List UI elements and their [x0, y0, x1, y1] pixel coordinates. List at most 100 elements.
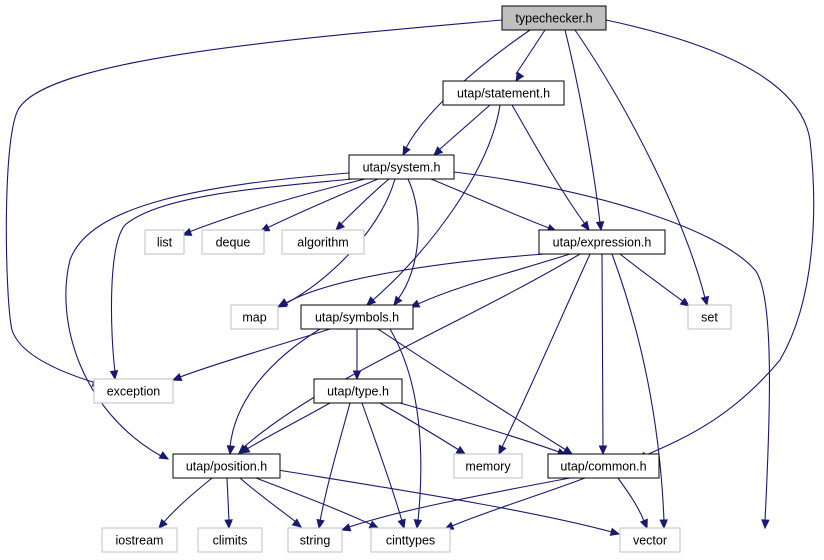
arrowhead	[455, 445, 467, 455]
edge-line	[389, 328, 422, 522]
arrowhead	[109, 370, 119, 381]
edge-position-to-iostream	[158, 477, 213, 529]
edge-system-to-expression	[430, 178, 558, 232]
edge-symbols-to-type	[352, 329, 362, 381]
arrowhead	[259, 223, 271, 232]
edge-line	[277, 469, 613, 533]
edge-line	[417, 253, 571, 305]
edge-common-to-cinttypes	[443, 477, 586, 530]
arrowhead	[366, 296, 377, 306]
node-label: algorithm	[297, 236, 348, 250]
node-label: utap/expression.h	[553, 236, 652, 250]
edge-line	[372, 104, 501, 301]
edge-symbols-to-cinttypes	[389, 328, 423, 530]
node-string: string	[287, 527, 343, 553]
node-label: iostream	[116, 534, 164, 548]
edge-position-to-string	[239, 477, 302, 528]
edge-line	[511, 104, 586, 225]
node-utap-common-h[interactable]: utap/common.h	[547, 453, 660, 479]
node-typechecker-h[interactable]: typechecker.h	[501, 5, 607, 31]
arrowhead	[171, 373, 183, 382]
edge-expression-to-common	[598, 253, 608, 456]
edge-line	[163, 477, 213, 523]
node-label: set	[701, 311, 718, 325]
arrowhead	[639, 518, 648, 530]
edge-line	[348, 477, 571, 528]
edge-symbols-to-exception	[171, 328, 331, 382]
arrowhead	[224, 519, 233, 530]
edge-line	[243, 253, 581, 448]
arrowhead	[595, 221, 605, 232]
edge-line	[451, 477, 586, 527]
edge-line	[266, 178, 379, 229]
node-utap-system-h[interactable]: utap/system.h	[348, 154, 455, 180]
edge-line	[453, 171, 771, 522]
node-label: utap/common.h	[560, 460, 646, 474]
edge-system-to-vector	[453, 171, 771, 530]
edge-expression-to-symbols	[409, 253, 571, 308]
edge-expression-to-position	[238, 253, 581, 454]
edge-expression-to-vector	[611, 253, 668, 530]
arrowhead	[580, 220, 590, 232]
edge-line	[246, 402, 331, 450]
node-utap-symbols-h[interactable]: utap/symbols.h	[300, 304, 414, 330]
arrowhead	[413, 519, 423, 530]
arrowhead	[181, 227, 193, 236]
arrowhead	[277, 298, 289, 307]
edge-line	[226, 477, 230, 522]
edge-statement-to-symbols	[366, 104, 501, 306]
arrowhead	[598, 445, 608, 456]
edge-line	[255, 477, 373, 526]
node-algorithm: algorithm	[281, 229, 365, 255]
arrowhead	[679, 297, 691, 307]
edge-position-to-climits	[224, 477, 233, 530]
edge-system-to-deque	[259, 178, 379, 232]
node-utap-statement-h[interactable]: utap/statement.h	[442, 80, 565, 106]
edge-line	[515, 29, 546, 75]
edge-line	[361, 402, 403, 522]
edge-system-to-exception	[109, 178, 353, 381]
edge-line	[605, 19, 815, 457]
arrowhead	[397, 518, 406, 530]
edge-line	[574, 29, 706, 299]
node-set: set	[687, 304, 732, 330]
edge-line	[397, 178, 419, 300]
edge-system-to-algorithm	[335, 178, 390, 231]
edge-line	[439, 104, 491, 150]
edges-layer	[5, 19, 815, 536]
edge-typechecker-to-expression	[564, 29, 605, 232]
edge-line	[229, 328, 321, 448]
arrowhead	[340, 523, 352, 532]
node-label: utap/symbols.h	[315, 311, 399, 325]
edge-expression-to-map	[277, 253, 545, 307]
edge-line	[188, 178, 366, 233]
edge-common-to-string	[340, 477, 571, 532]
edge-line	[319, 402, 351, 522]
node-label: map	[242, 311, 266, 325]
edge-line	[379, 402, 460, 451]
arrowhead	[433, 146, 444, 156]
edge-type-to-cinttypes	[361, 402, 406, 530]
edge-expression-to-set	[619, 253, 691, 307]
edge-line	[239, 477, 297, 523]
node-label: string	[300, 534, 331, 548]
edge-type-to-position	[239, 402, 331, 454]
arrowhead	[562, 445, 574, 455]
node-vector: vector	[619, 527, 681, 553]
edge-line	[399, 402, 560, 453]
node-utap-type-h[interactable]: utap/type.h	[313, 378, 403, 404]
arrowhead	[158, 451, 170, 460]
arrowhead	[226, 445, 236, 456]
node-label: utap/statement.h	[457, 87, 550, 101]
node-label: exception	[107, 385, 161, 399]
node-utap-position-h[interactable]: utap/position.h	[172, 453, 281, 479]
edge-typechecker-to-exception	[5, 19, 503, 387]
edge-typechecker-to-statement	[515, 29, 546, 83]
edge-line	[179, 328, 331, 378]
node-label: deque	[216, 236, 251, 250]
edge-expression-to-memory	[498, 253, 591, 456]
edge-line	[285, 253, 545, 304]
edge-line	[430, 178, 550, 229]
node-utap-expression-h[interactable]: utap/expression.h	[538, 229, 666, 255]
node-label: utap/system.h	[363, 161, 441, 175]
